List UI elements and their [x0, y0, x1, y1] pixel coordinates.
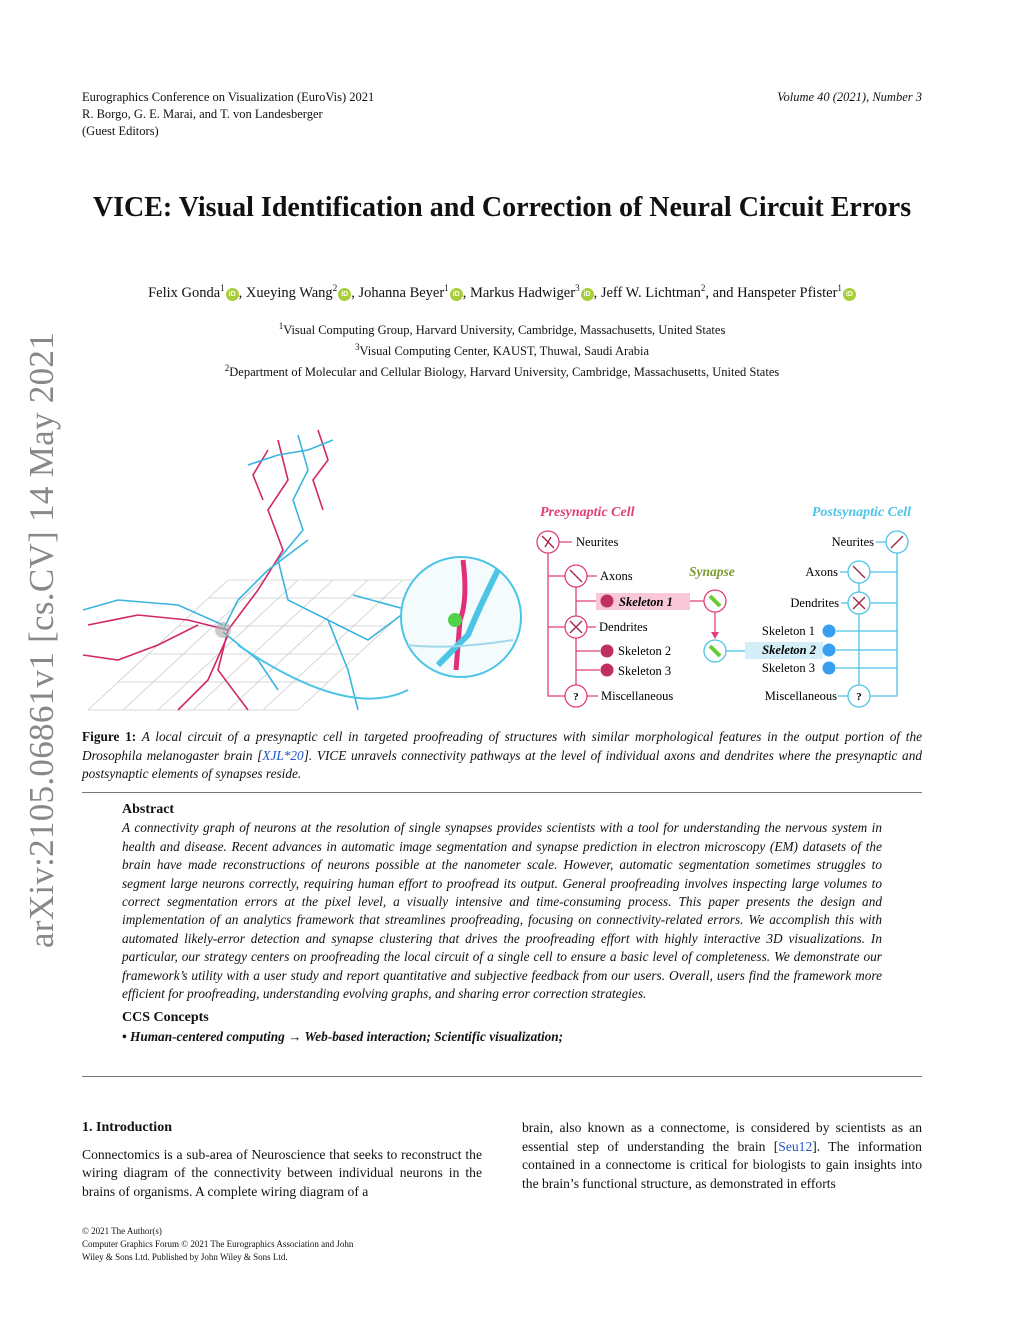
skeleton-1-highlight: [596, 593, 690, 610]
author-affiliation-number: 1: [837, 283, 842, 293]
skeleton-dot: [600, 663, 614, 677]
cell-body: [215, 622, 231, 638]
author-affiliation-number: 1: [444, 283, 449, 293]
divider: [82, 1076, 922, 1077]
post-dendrites-label: Dendrites: [790, 596, 839, 610]
conference-name: Eurographics Conference on Visualization…: [82, 90, 375, 104]
affiliation: 3Visual Computing Center, KAUST, Thuwal,…: [354, 342, 650, 359]
abstract-text: A connectivity graph of neurons at the r…: [122, 820, 882, 1002]
skeleton-dot: [822, 643, 836, 657]
skeleton-dot: [822, 661, 836, 675]
post-misc-label: Miscellaneous: [765, 689, 837, 703]
orcid-icon[interactable]: iD: [225, 287, 239, 301]
affiliation: 2Department of Molecular and Cellular Bi…: [224, 363, 780, 380]
author-list: Felix Gonda1iD, Xueying Wang2iD, Johanna…: [82, 283, 922, 302]
section-heading: 1. Introduction: [82, 1120, 172, 1135]
author-affiliation-number: 1: [220, 283, 225, 293]
post-skeleton-2-label: Skeleton 2: [762, 643, 816, 657]
intro-paragraph: Connectomics is a sub-area of Neuroscien…: [82, 1146, 482, 1199]
post-neurites-label: Neurites: [832, 535, 874, 549]
ccs-concepts: • Human-centered computing → Web-based i…: [122, 1028, 564, 1044]
guest-editors-note: (Guest Editors): [82, 124, 159, 138]
ccs-heading: CCS Concepts: [122, 1010, 209, 1026]
orcid-icon[interactable]: iD: [338, 287, 352, 301]
citation-link[interactable]: Seu12: [778, 1138, 813, 1154]
pre-misc-icon: [564, 684, 588, 708]
orcid-icon[interactable]: iD: [449, 287, 463, 301]
pre-axons-label: Axons: [600, 569, 633, 583]
svg-text:?: ?: [573, 691, 579, 703]
citation-link[interactable]: XJL*20: [262, 747, 304, 763]
author-name: Felix Gonda: [148, 284, 221, 301]
intro-right-column: brain, also known as a connectome, is co…: [522, 1120, 922, 1191]
pre-neurites-label: Neurites: [576, 535, 618, 549]
pre-misc-label: Miscellaneous: [601, 689, 673, 703]
divider: [82, 792, 922, 793]
neuron-3d-rendering: [82, 429, 522, 711]
pre-skeleton-2-label: Skeleton 2: [618, 644, 671, 658]
copyright-footer: © 2021 The Author(s)Computer Graphics Fo…: [82, 1226, 354, 1262]
post-skeleton-1-label: Skeleton 1: [762, 624, 815, 638]
pre-dendrites-label: Dendrites: [599, 620, 648, 634]
author-affiliation-number: 2: [700, 283, 706, 293]
author-affiliation-number: 3: [575, 283, 580, 293]
author-name: Markus Hadwiger: [469, 284, 576, 301]
skeleton-dot: [600, 644, 614, 658]
svg-text:?: ?: [856, 691, 862, 703]
skeleton-dot: [600, 594, 614, 608]
skeleton-dot: [822, 624, 836, 638]
presynaptic-title: Presynaptic Cell: [540, 505, 635, 520]
volume-info: Volume 40 (2021), Number 3: [777, 90, 922, 104]
affiliation: 1Visual Computing Group, Harvard Univers…: [278, 321, 726, 338]
abstract-heading: Abstract: [122, 802, 175, 817]
pre-skeleton-3-label: Skeleton 3: [618, 664, 671, 678]
post-misc-icon: [847, 684, 871, 708]
figure-caption: Figure 1: A local circuit of a presynapt…: [82, 729, 923, 781]
post-skeleton-2-highlight: [745, 642, 823, 659]
postsynaptic-title: Postsynaptic Cell: [812, 505, 911, 520]
author-name: Hanspeter Pfister: [737, 284, 838, 301]
affiliations: 1Visual Computing Group, Harvard Univers…: [82, 318, 922, 381]
author-affiliation-number: 2: [332, 283, 338, 293]
magnifier-inset: [400, 556, 522, 678]
paper-title: VICE: Visual Identification and Correcti…: [92, 192, 912, 223]
intro-left-column: 1. Introduction Connectomics is a sub-ar…: [82, 1119, 482, 1201]
pre-skeleton-1-label: Skeleton 1: [619, 595, 673, 609]
synapse-label: Synapse: [689, 564, 735, 579]
orcid-icon[interactable]: iD: [842, 287, 856, 301]
neuron-branches: [82, 429, 410, 711]
author-name: Johanna Beyer: [358, 284, 445, 301]
post-axons-label: Axons: [805, 565, 838, 579]
author-name: Xueying Wang: [245, 284, 333, 301]
orcid-icon[interactable]: iD: [580, 287, 594, 301]
guest-editors: R. Borgo, G. E. Marai, and T. von Landes…: [82, 107, 323, 121]
author-name: Jeff W. Lichtman: [600, 284, 701, 301]
synapse-marker: [448, 613, 462, 627]
post-skeleton-3-label: Skeleton 3: [762, 661, 815, 675]
conference-header: Eurographics Conference on Visualization…: [82, 89, 374, 140]
abstract-section: Abstract A connectivity graph of neurons…: [122, 801, 882, 1046]
